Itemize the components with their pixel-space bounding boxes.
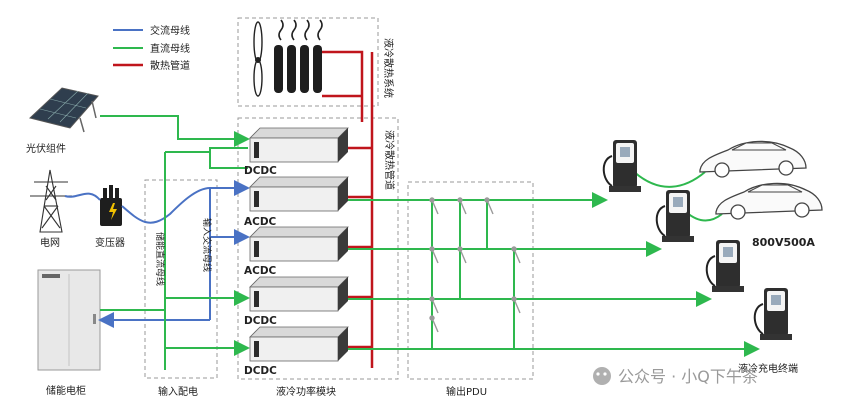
transformer-icon bbox=[100, 185, 122, 226]
charger-icon-3 bbox=[705, 240, 744, 292]
input-dist-label: 输入配电 bbox=[158, 385, 198, 398]
power-module-2 bbox=[249, 176, 349, 212]
pv-label: 光伏组件 bbox=[26, 142, 66, 155]
legend-dc-label: 直流母线 bbox=[150, 42, 190, 55]
legend-pipe-label: 散热管道 bbox=[150, 59, 190, 72]
storage-dc-bus-label: 储能直流母线 bbox=[154, 232, 166, 286]
grid-label: 电网 bbox=[40, 236, 60, 249]
cooling-pipe-label: 液冷散热管道 bbox=[383, 130, 396, 190]
cooling-system-box bbox=[237, 17, 379, 107]
terminal-label: 液冷充电终端 bbox=[738, 362, 798, 375]
legend: 交流母线 直流母线 散热管道 bbox=[113, 24, 190, 72]
power-module-3 bbox=[249, 226, 349, 262]
module-label-1: DCDC bbox=[244, 165, 277, 177]
input-ac-bus-label: 输入交流母线 bbox=[201, 218, 213, 272]
module-label-4: DCDC bbox=[244, 315, 277, 327]
module-label-2: ACDC bbox=[244, 216, 277, 228]
watermark-text: 公众号 · 小Q下午茶 bbox=[618, 367, 758, 386]
dc-bus-lines bbox=[100, 115, 760, 370]
module-label-5: DCDC bbox=[244, 365, 277, 377]
module-label-3: ACDC bbox=[244, 265, 277, 277]
legend-ac-label: 交流母线 bbox=[150, 24, 190, 37]
electric-car-icon-2 bbox=[715, 182, 823, 220]
charger-rating-label: 800V500A bbox=[752, 236, 815, 249]
power-module-label: 液冷功率模块 bbox=[276, 385, 336, 398]
pdu-label: 输出PDU bbox=[446, 385, 487, 398]
power-module-1 bbox=[249, 127, 349, 163]
watermark: 公众号 · 小Q下午茶 bbox=[593, 367, 758, 386]
electric-car-icon-1 bbox=[699, 140, 807, 178]
cooling-system-label: 液冷散热系统 bbox=[382, 38, 395, 98]
charger-icon-4 bbox=[753, 288, 792, 340]
transmission-tower-icon bbox=[30, 169, 72, 233]
power-module-4 bbox=[249, 276, 349, 312]
storage-label: 储能电柜 bbox=[46, 384, 86, 397]
charger-icon-2 bbox=[655, 190, 694, 242]
transformer-label: 变压器 bbox=[95, 236, 125, 249]
radiator-icon bbox=[253, 19, 323, 97]
input-dist-box bbox=[144, 179, 218, 379]
storage-cabinet-icon bbox=[37, 269, 101, 371]
power-module-5 bbox=[249, 326, 349, 362]
charger-icon-1 bbox=[602, 140, 641, 192]
solar-panel-icon bbox=[28, 87, 99, 133]
pdu-switches bbox=[429, 197, 521, 333]
